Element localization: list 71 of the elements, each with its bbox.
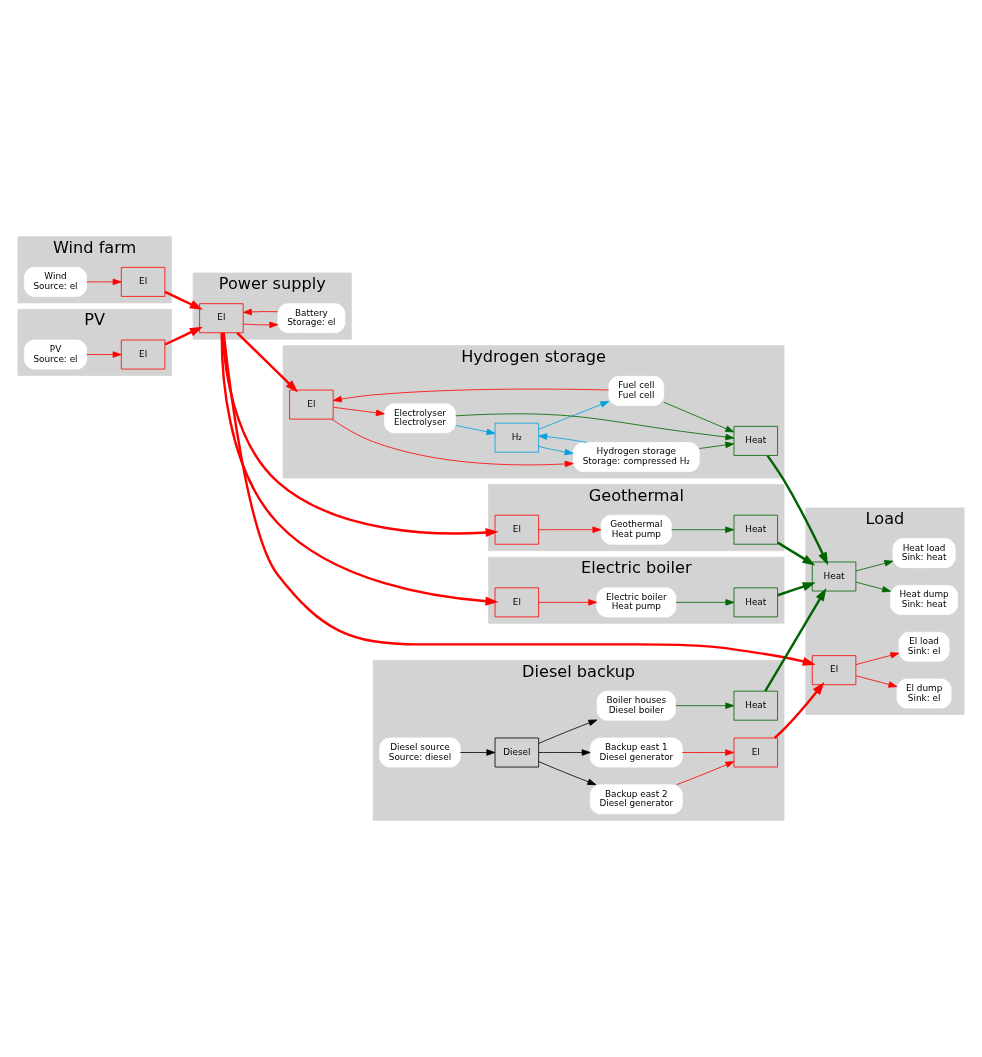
arrow xyxy=(164,326,203,346)
arrow xyxy=(538,761,597,786)
node-box: Backup east 1 Diesel generator xyxy=(589,737,683,768)
arrow xyxy=(538,749,591,756)
arrow xyxy=(455,425,496,435)
arrow xyxy=(855,581,891,593)
arrow xyxy=(671,526,735,533)
arrow xyxy=(681,749,735,756)
arrow xyxy=(538,401,610,430)
arrow xyxy=(538,446,574,456)
arrow xyxy=(766,454,829,566)
arrow xyxy=(331,418,574,468)
node-box: Heat xyxy=(733,514,778,545)
arrow xyxy=(777,582,816,597)
node-box: El xyxy=(733,737,778,768)
arrow xyxy=(332,406,385,417)
node-box: Heat load Sink: heat xyxy=(892,538,956,569)
node-box: Fuel cell Fuel cell xyxy=(608,375,665,406)
node-box: Wind Source: el xyxy=(24,266,87,297)
arrow xyxy=(675,599,735,606)
arrow xyxy=(777,541,816,566)
arrow xyxy=(675,702,735,709)
arrow xyxy=(459,749,496,756)
arrow xyxy=(855,675,898,688)
node-box: Diesel source Source: diesel xyxy=(379,737,461,768)
arrow xyxy=(242,308,279,316)
node-box: Electric boiler Heat pump xyxy=(596,587,677,618)
node-box: El xyxy=(120,339,166,370)
node-box: H₂ xyxy=(494,422,540,453)
node-box: Boiler houses Diesel boiler xyxy=(596,690,676,721)
node-box: Electrolyser Electrolyser xyxy=(384,403,456,434)
node-box: Heat dump Sink: heat xyxy=(890,585,958,615)
arrow xyxy=(220,332,499,606)
node-box: PV Source: el xyxy=(24,339,87,370)
arrow xyxy=(86,351,122,358)
arrow xyxy=(538,526,602,533)
node-box: El xyxy=(494,514,540,545)
arrow xyxy=(222,332,816,666)
arrow xyxy=(676,761,735,786)
arrow xyxy=(455,413,735,441)
arrow xyxy=(164,290,203,310)
node-box: Heat xyxy=(733,426,778,456)
node-box: El dump Sink: el xyxy=(896,678,952,709)
node-box: El load Sink: el xyxy=(898,631,950,662)
arrow xyxy=(855,560,894,572)
node-box: Geothermal Heat pump xyxy=(600,514,672,545)
node-box: Hydrogen storage Storage: compressed H₂ xyxy=(572,442,700,472)
node-box: Backup east 2 Diesel generator xyxy=(589,784,683,815)
arrow xyxy=(538,719,598,744)
node-box: El xyxy=(811,655,857,686)
arrow xyxy=(538,433,588,443)
arrow xyxy=(221,332,499,538)
arrow xyxy=(332,388,609,403)
arrow xyxy=(764,588,827,692)
node-box: Heat xyxy=(733,587,778,618)
node-box: Heat xyxy=(811,561,857,592)
node-box: Diesel xyxy=(494,737,540,768)
arrow xyxy=(855,652,900,665)
arrow xyxy=(242,321,279,329)
node-box: Heat xyxy=(733,690,778,721)
arrow xyxy=(86,278,122,286)
arrow xyxy=(773,681,825,739)
node-box: El xyxy=(494,587,540,618)
arrow xyxy=(236,332,299,393)
node-box: El xyxy=(289,389,334,420)
node-box: El xyxy=(120,266,166,297)
arrow xyxy=(663,401,735,433)
node-box: El xyxy=(199,303,244,334)
node-box: Battery Storage: el xyxy=(277,303,346,334)
arrow xyxy=(538,599,598,606)
arrow xyxy=(699,441,735,449)
